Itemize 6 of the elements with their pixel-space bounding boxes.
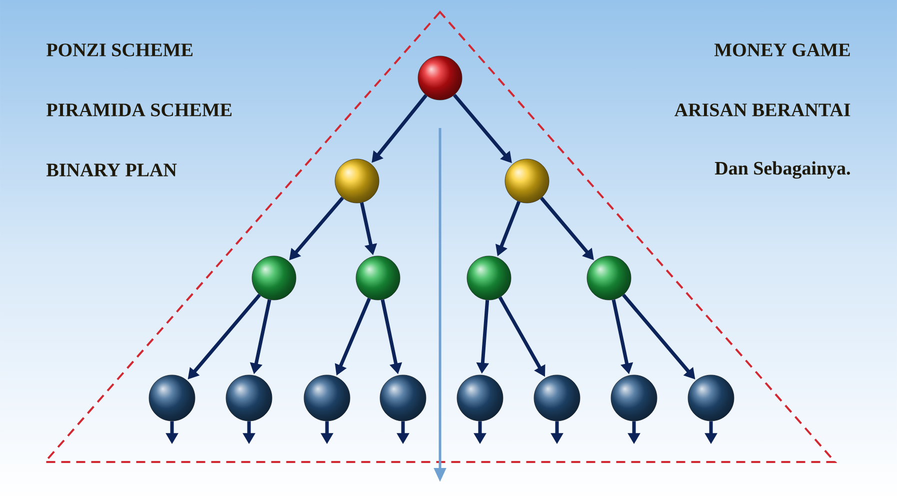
scheme-label: MONEY GAME xyxy=(714,44,850,56)
scheme-label: PIRAMIDA SCHEME xyxy=(46,104,232,116)
scheme-label: Dan Sebagainya. xyxy=(714,161,850,179)
scheme-label: BINARY PLAN xyxy=(46,164,177,176)
scheme-label: ARISAN BERANTAI xyxy=(674,104,850,116)
scheme-label: PONZI SCHEME xyxy=(46,44,192,56)
